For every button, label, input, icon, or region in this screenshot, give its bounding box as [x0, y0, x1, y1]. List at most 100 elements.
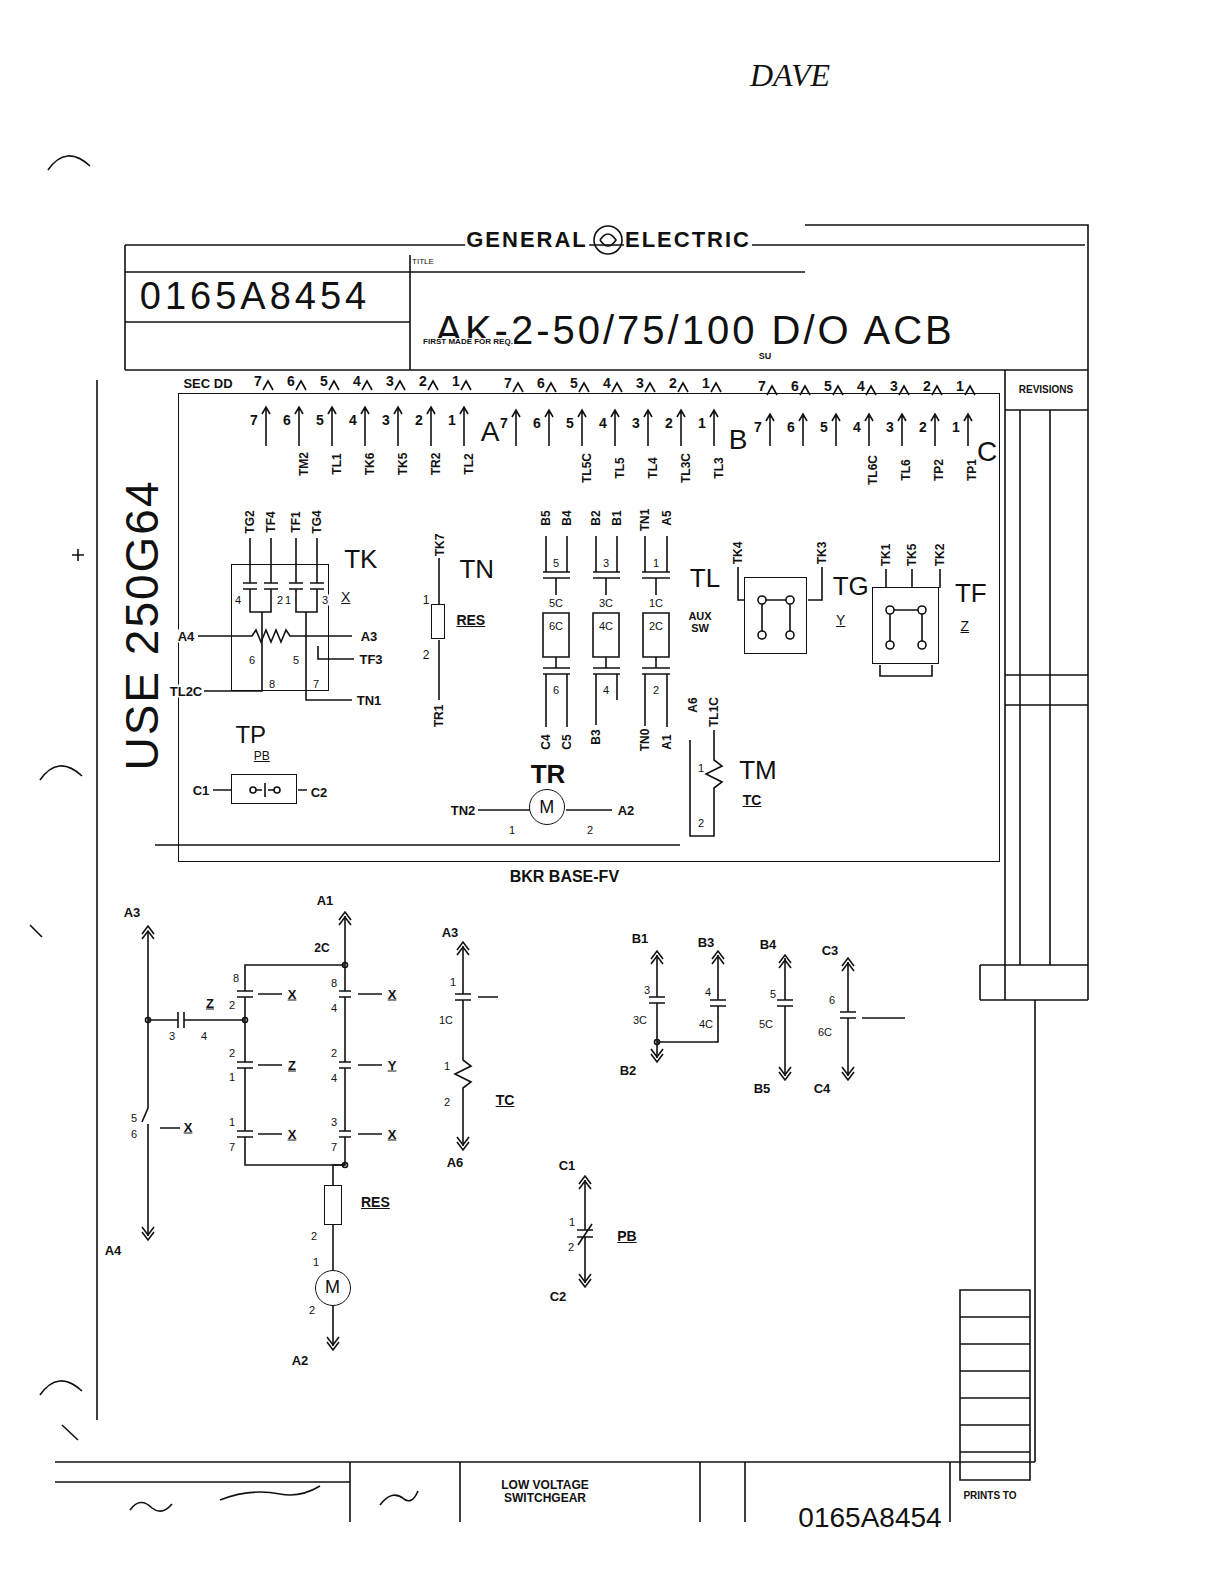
wire [142, 926, 154, 939]
wire [361, 407, 369, 446]
label: 7 [249, 413, 259, 427]
wire [546, 383, 556, 392]
label: A1 [316, 894, 335, 907]
wire [296, 381, 306, 390]
label: TK5 [906, 543, 918, 568]
wire [362, 381, 372, 390]
wire [842, 1067, 854, 1080]
label: 2 [228, 1048, 236, 1059]
label: 1C [438, 1015, 454, 1026]
label: 2 [697, 818, 705, 829]
label: 2 [422, 649, 431, 661]
wire [457, 942, 469, 955]
wire [711, 383, 721, 392]
wire [327, 1337, 339, 1350]
wire [898, 414, 906, 446]
wire [779, 1067, 791, 1080]
label: 7 [228, 1142, 236, 1153]
label: TM [738, 757, 778, 783]
label: Z [287, 1059, 297, 1072]
label: TN1 [356, 694, 383, 707]
label: 3 [330, 1117, 338, 1128]
label: 2 [922, 379, 932, 393]
drawing-line [690, 730, 722, 836]
label: TG2 [244, 509, 256, 534]
label: TK4 [732, 541, 744, 566]
node-label: Z [960, 619, 971, 633]
label: 6 [786, 420, 796, 434]
label: 1 [701, 376, 711, 390]
drawing-line [250, 787, 256, 793]
label: 4 [330, 1073, 338, 1084]
node-label: Y [835, 613, 846, 627]
label: 2 [310, 1231, 318, 1242]
relay-box: TKX [231, 564, 329, 691]
drawing-line [594, 226, 622, 254]
label: 1 [447, 413, 457, 427]
label: TF1 [290, 510, 302, 533]
label: 0165A8454 [797, 1504, 942, 1532]
label: TF4 [265, 510, 277, 533]
wire [545, 410, 553, 446]
label: A4 [104, 1244, 123, 1257]
node-label: M [538, 798, 555, 816]
label: X [287, 988, 298, 1001]
label: 2 [443, 1097, 451, 1108]
label: 4 [856, 379, 866, 393]
label: 7 [253, 374, 263, 388]
label: 5C [548, 598, 564, 609]
node-label: BKR BASE-FV [509, 869, 620, 885]
label: 2 [567, 1242, 575, 1253]
label: C5 [561, 733, 573, 750]
label: 5 [569, 376, 579, 390]
resistor-symbol: RES [324, 1185, 342, 1225]
motor-symbol: M [529, 789, 565, 825]
wire [865, 414, 873, 446]
label: 2 [418, 374, 428, 388]
wire [263, 381, 273, 390]
label: 5 [552, 558, 560, 569]
label: 4C [698, 1019, 714, 1030]
label: Y [387, 1059, 398, 1072]
label: TL2 [463, 452, 475, 475]
label: TM2 [298, 451, 310, 477]
label: 4 [602, 685, 610, 696]
label: TL1C [708, 696, 720, 728]
node-label: TP [234, 723, 267, 747]
label: 5C [758, 1019, 774, 1030]
node-label: TF [954, 580, 988, 606]
label: A2 [617, 804, 636, 817]
node-label: PB [253, 750, 271, 762]
drawing-line [274, 787, 280, 793]
label: TL4 [647, 456, 659, 479]
wire [678, 383, 688, 392]
label: REVISIONS [1018, 385, 1074, 395]
label: 6 [828, 995, 836, 1006]
label: PB [616, 1229, 637, 1243]
label: 6 [790, 379, 800, 393]
label: 5 [319, 374, 329, 388]
wire [142, 1227, 154, 1240]
label: 2C [313, 942, 330, 954]
label: C2 [310, 786, 329, 799]
label: 8 [232, 973, 240, 984]
label: B [728, 426, 749, 454]
label: X [387, 988, 398, 1001]
wire [931, 414, 939, 446]
label: C4 [540, 733, 552, 750]
label: 6 [248, 655, 256, 666]
label: TG4 [311, 509, 323, 534]
label: TR [530, 761, 567, 787]
label: B3 [590, 728, 602, 745]
label: 3 [635, 376, 645, 390]
label: TL1 [331, 452, 343, 475]
label: TN1 [639, 508, 651, 533]
wire [579, 1176, 591, 1189]
label: 8 [268, 679, 276, 690]
label: A3 [123, 906, 142, 919]
label: 2 [414, 413, 424, 427]
wire [799, 414, 807, 446]
label: 5 [819, 420, 829, 434]
label: TL2C [169, 685, 204, 698]
